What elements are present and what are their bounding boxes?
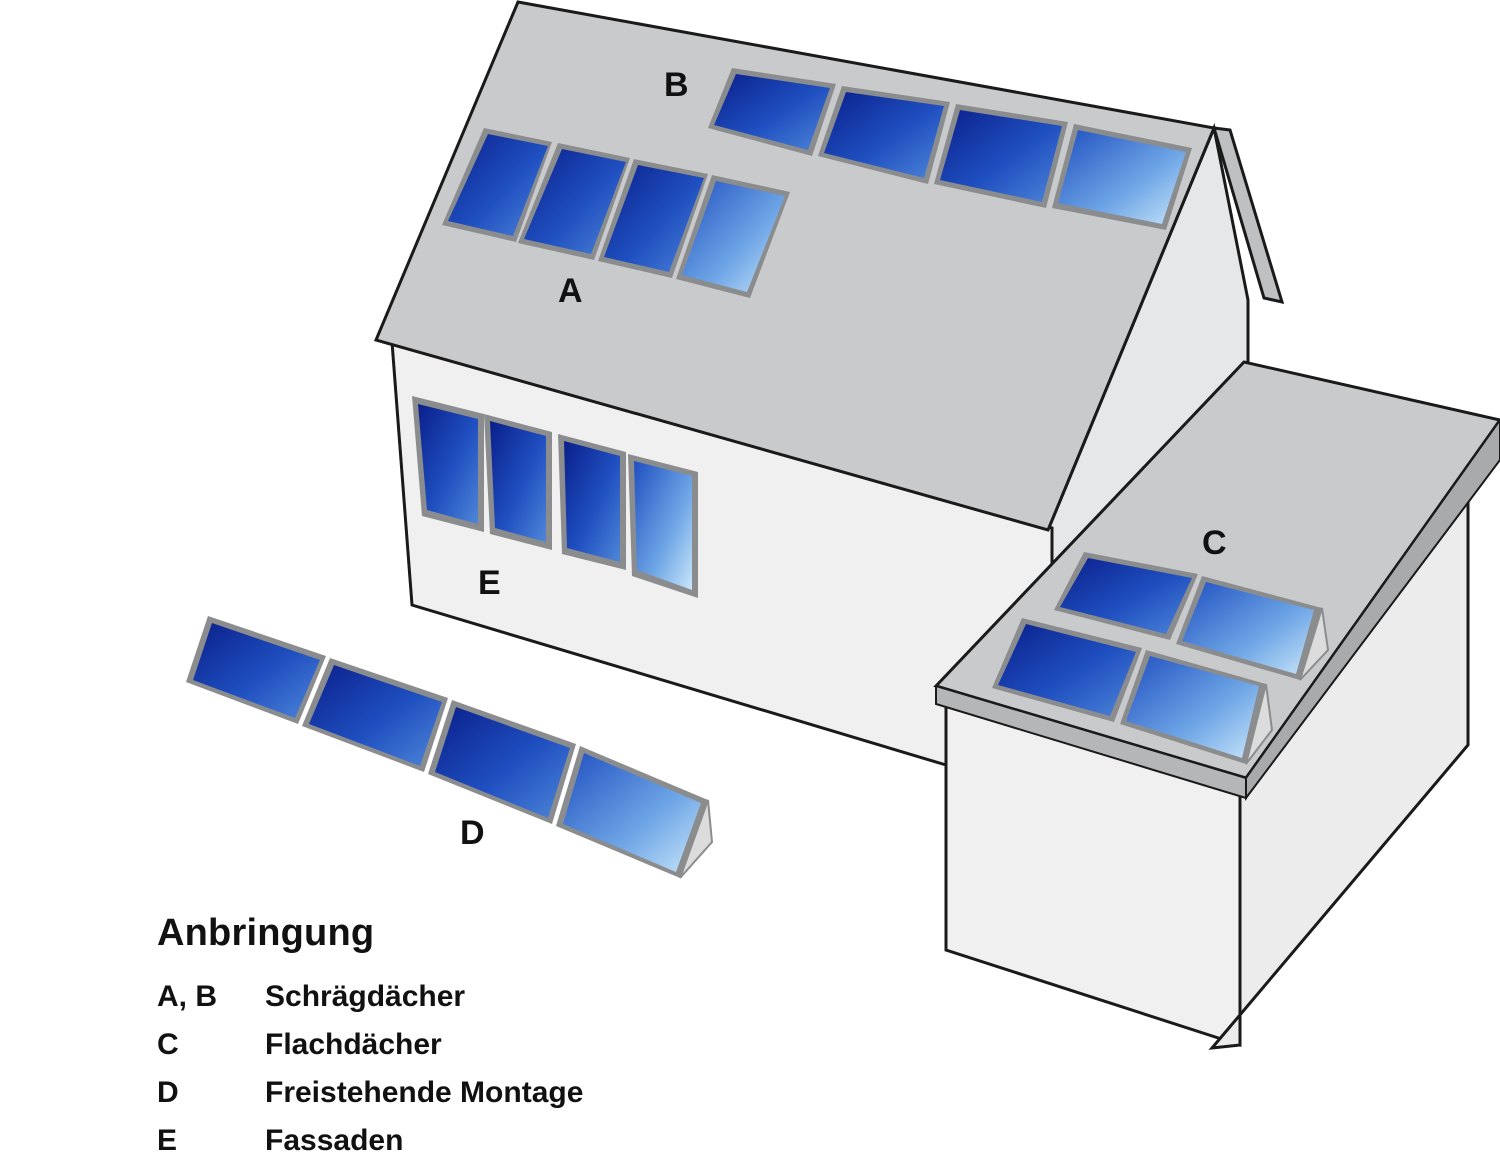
solar-panel (448, 134, 548, 236)
legend-key: D (157, 1076, 179, 1109)
solar-panel (682, 181, 785, 292)
gable-roof-edge (1211, 126, 1285, 305)
panel-group-a (442, 128, 790, 298)
solar-panel (418, 404, 478, 524)
annex-roof-edge-side (1245, 418, 1500, 801)
legend-row: A, B Schrägdächer (157, 973, 583, 1021)
solar-panel (1182, 582, 1314, 674)
legend-text: Schrägdächer (265, 980, 466, 1013)
label-c: C (1202, 524, 1227, 562)
legend-text: Fassaden (265, 1124, 404, 1157)
solar-panel (634, 461, 692, 590)
legend-text: Flachdächer (265, 1028, 442, 1061)
solar-panel (998, 624, 1136, 716)
solar-panel (714, 74, 830, 150)
legend-key: E (157, 1124, 178, 1157)
panel-group-d (186, 616, 714, 879)
legend-row: D Freistehende Montage (157, 1069, 583, 1117)
solar-panel (1060, 558, 1192, 634)
solar-panel (824, 92, 944, 178)
solar-panel (1058, 130, 1186, 224)
panel-group-e (412, 396, 698, 598)
solar-panel (490, 421, 546, 542)
legend-title: Anbringung (157, 912, 375, 954)
panel-support (679, 799, 714, 879)
solar-panel (604, 165, 704, 272)
legend-key: C (157, 1028, 179, 1061)
panel-support (1245, 683, 1274, 765)
label-a: A (558, 272, 583, 310)
solar-panel (940, 110, 1062, 202)
legend-row: E Fassaden (157, 1117, 583, 1165)
solar-panel (524, 149, 626, 254)
panel-group-b (708, 68, 1192, 230)
label-b: B (664, 66, 689, 104)
solar-panel (1126, 656, 1259, 758)
panel-support (1299, 607, 1330, 681)
solar-panel (309, 665, 442, 766)
legend: Anbringung A, B Schrägdächer C Flachdäch… (157, 912, 583, 1165)
solar-panel (435, 707, 570, 818)
panel-group-c (992, 552, 1330, 765)
label-e: E (478, 564, 501, 602)
label-d: D (460, 814, 485, 852)
solar-panel (564, 441, 620, 562)
legend-row: C Flachdächer (157, 1021, 583, 1069)
legend-text: Freistehende Montage (265, 1076, 584, 1109)
solar-panel (563, 753, 701, 872)
solar-panel (193, 623, 320, 718)
legend-key: A, B (157, 980, 217, 1013)
